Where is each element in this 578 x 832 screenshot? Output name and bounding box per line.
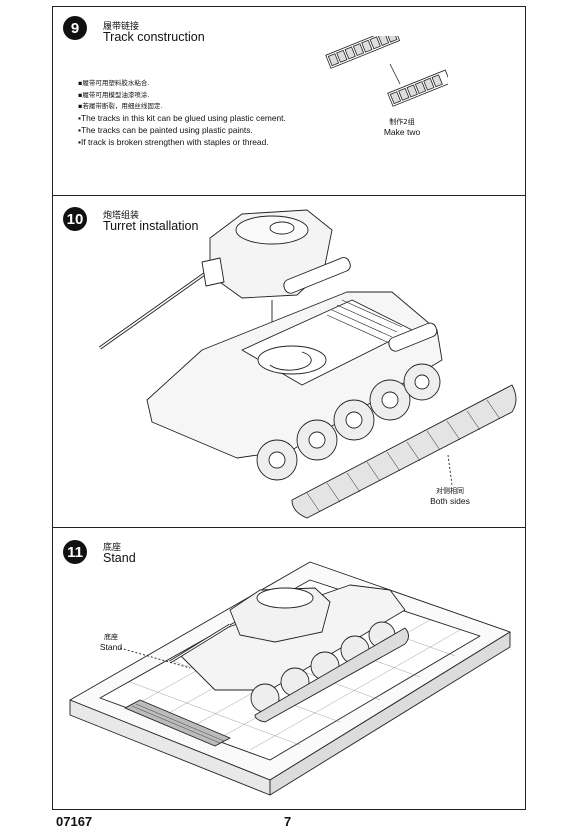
step-9-notes: ▪履带可用塑料胶水粘合. ▪履带可用模型油漆喷涂. ▪若履带断裂，用细丝线固定.… — [78, 78, 358, 148]
page-number: 7 — [284, 814, 292, 829]
make-two-label-en: Make two — [383, 127, 421, 137]
note-cn-2: ▪履带可用模型油漆喷涂. — [78, 90, 150, 99]
track-segments-illustration — [325, 36, 448, 107]
step-divider-10-11 — [52, 527, 526, 528]
stand-label-cn: 底座 — [104, 633, 118, 641]
both-sides-label-cn: 对侧相同 — [436, 487, 464, 495]
step-divider-9-10 — [52, 195, 526, 196]
note-en-1: ▪The tracks in this kit can be glued usi… — [78, 113, 286, 124]
tank-on-stand-illustration — [69, 561, 511, 796]
stand-label: 底座 Stand — [86, 632, 136, 652]
step-11-title-en: Stand — [103, 551, 136, 565]
page-frame — [52, 6, 526, 810]
step-11-title-cn: 底座 — [103, 543, 122, 553]
step-10-badge: 10 — [63, 207, 87, 231]
note-en-3: ▪If track is broken strengthen with stap… — [78, 136, 269, 147]
note-cn-3: ▪若履带断裂，用细丝线固定. — [78, 102, 163, 111]
note-en-2: ▪The tracks can be painted using plastic… — [78, 124, 253, 135]
step-10-title-en: Turret installation — [103, 219, 199, 233]
make-two-label-cn: 制作2组 — [389, 118, 415, 126]
kit-number: 07167 — [56, 814, 93, 829]
make-two-label: 制作2组 Make two — [372, 117, 432, 137]
step-11-badge: 11 — [63, 540, 87, 564]
step-9-title-en: Track construction — [103, 30, 205, 44]
step-9-title-cn: 履带链接 — [103, 22, 140, 32]
step-9-badge: 9 — [63, 16, 87, 40]
tank-turret-installation-illustration — [98, 209, 517, 519]
note-cn-1: ▪履带可用塑料胶水粘合. — [78, 79, 150, 87]
stand-label-en: Stand — [99, 642, 123, 652]
both-sides-label: 对侧相同 Both sides — [420, 486, 480, 506]
step-10-title-cn: 炮塔组装 — [103, 211, 140, 221]
both-sides-label-en: Both sides — [430, 496, 470, 506]
